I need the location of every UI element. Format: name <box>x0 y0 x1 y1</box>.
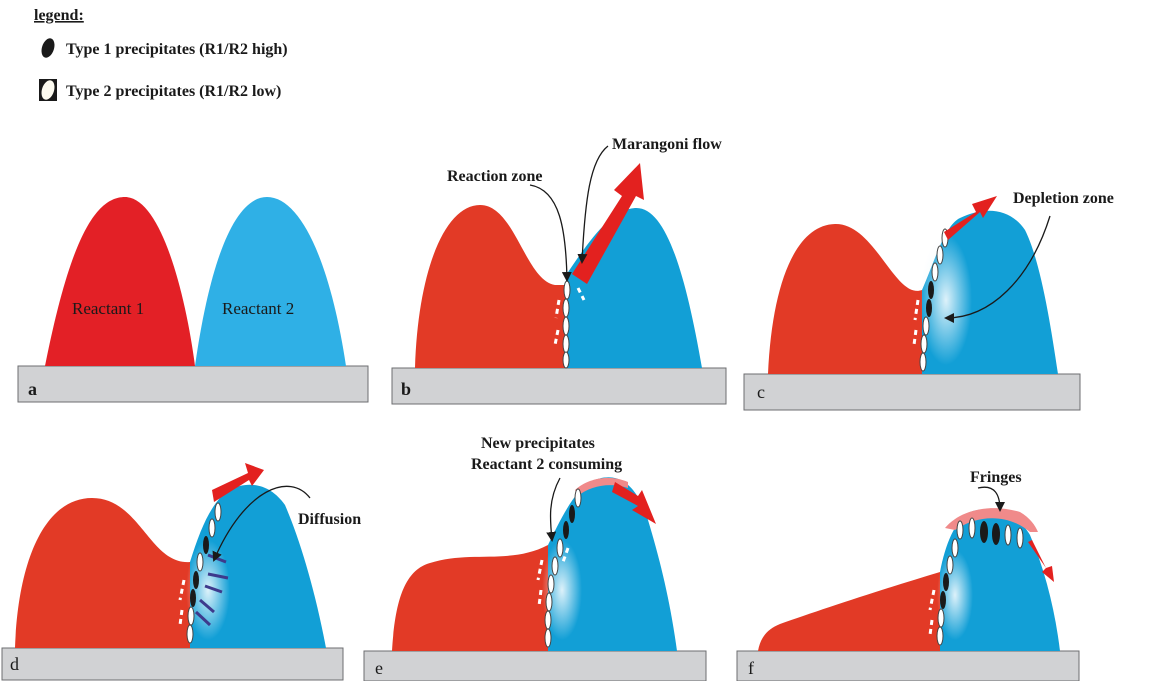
reactant1-droplet <box>768 223 922 374</box>
reactant1-droplet <box>45 197 195 366</box>
reactant1-droplet <box>392 545 548 651</box>
diffusion-label: Diffusion <box>298 511 361 528</box>
precipitates <box>912 228 949 372</box>
reactant1-droplet <box>15 498 190 648</box>
panel-f: Fringes f <box>736 469 1080 681</box>
panel-letter-b: b <box>401 379 411 399</box>
fringe-layer <box>575 477 628 496</box>
marangoni-flow-arrow <box>1028 540 1054 582</box>
depletion-zone-highlight <box>937 550 973 640</box>
diffusion-leader <box>212 485 311 562</box>
fringes-leader <box>977 486 1005 512</box>
marangoni-flow-arrow <box>572 163 644 284</box>
precipitates <box>536 488 582 648</box>
precipitates <box>553 280 586 369</box>
reactant2-droplet <box>195 197 346 366</box>
new-precipitates-leader <box>546 477 561 542</box>
new-precipitates-label: New precipitates <box>481 435 595 452</box>
legend-item-type2: Type 2 precipitates (R1/R2 low) <box>66 83 281 100</box>
panel-letter-f: f <box>748 658 754 678</box>
marangoni-flow-label: Marangoni flow <box>612 136 722 153</box>
reactant1-droplet <box>758 572 940 651</box>
panel-letter-c: c <box>757 382 765 402</box>
precipitates <box>178 502 222 644</box>
marangoni-flow-arrow <box>612 482 656 524</box>
reaction-zone-label: Reaction zone <box>447 168 543 185</box>
depletion-zone-label: Depletion zone <box>1013 190 1114 207</box>
substrate <box>363 650 707 681</box>
panel-letter-a: a <box>28 379 37 399</box>
black-ellipse-icon <box>41 38 55 58</box>
fringe-layer <box>945 508 1038 532</box>
reactant2-label: Reactant 2 <box>222 299 294 318</box>
marangoni-leader <box>577 145 609 264</box>
panel-c: Depletion zone c <box>743 190 1114 411</box>
panel-letter-e: e <box>375 658 383 678</box>
marangoni-flow-arrow <box>944 196 997 240</box>
depletion-leader <box>944 215 1051 323</box>
precipitates <box>928 517 1024 646</box>
legend-item-type1: Type 1 precipitates (R1/R2 high) <box>66 41 288 58</box>
panel-e: New precipitates Reactant 2 consuming e <box>363 435 707 681</box>
panel-d: Diffusion d <box>1 463 361 681</box>
substrate <box>17 365 369 403</box>
diffusion-arrows <box>194 553 229 627</box>
legend-title: legend: <box>34 7 84 24</box>
panel-b: Reaction zone Marangoni flow b <box>391 136 727 405</box>
reactant2-droplet <box>566 207 702 368</box>
panel-letter-d: d <box>10 654 19 674</box>
reaction-zone-leader <box>529 184 572 282</box>
reactant1-droplet <box>415 205 566 368</box>
substrate <box>391 367 727 405</box>
reactant1-label: Reactant 1 <box>72 299 144 318</box>
reactant2-consuming-label: Reactant 2 consuming <box>471 456 622 473</box>
marangoni-flow-arrow <box>212 463 264 502</box>
legend: legend: Type 1 precipitates (R1/R2 high)… <box>34 7 288 101</box>
substrate <box>736 650 1080 681</box>
substrate <box>743 373 1081 411</box>
white-ellipse-icon <box>41 80 55 100</box>
fringes-label: Fringes <box>970 469 1022 486</box>
substrate <box>1 647 344 681</box>
panel-a: Reactant 1 Reactant 2 a <box>17 197 369 403</box>
